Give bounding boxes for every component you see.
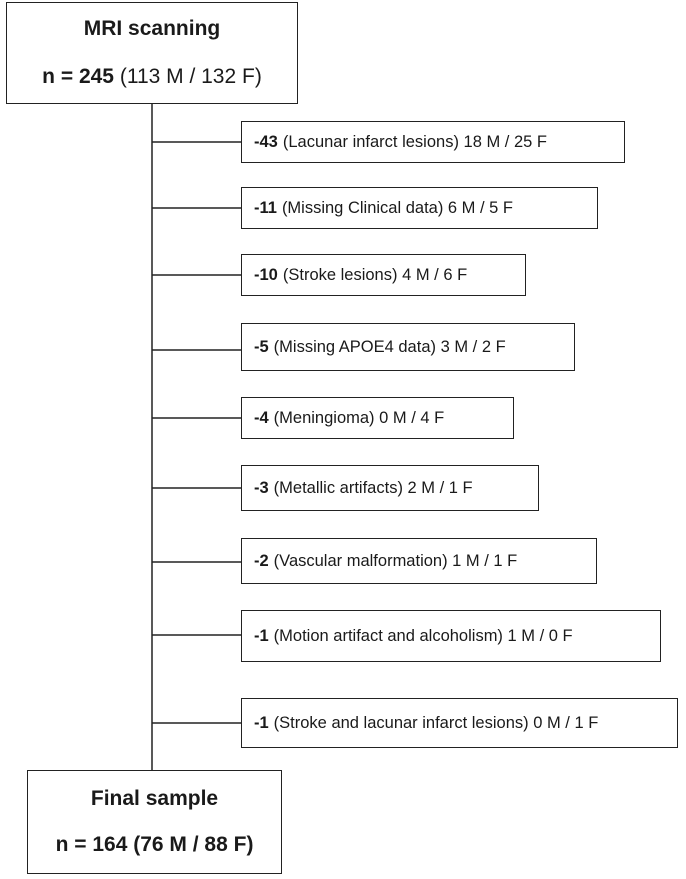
- exclusion-box-missing-clinical: -11(Missing Clinical data) 6 M / 5 F: [241, 187, 598, 229]
- exclusion-box-lacunar: -43(Lacunar infarct lesions) 18 M / 25 F: [241, 121, 625, 163]
- exclusion-count: -1: [254, 713, 269, 732]
- exclusion-count: -10: [254, 265, 278, 284]
- exclusion-box-meningioma: -4(Meningioma) 0 M / 4 F: [241, 397, 514, 439]
- exclusion-reason: (Motion artifact and alcoholism) 1 M / 0…: [273, 626, 573, 645]
- exclusion-reason: (Missing Clinical data) 6 M / 5 F: [281, 198, 514, 217]
- exclusion-reason: (Vascular malformation) 1 M / 1 F: [273, 551, 518, 570]
- mri-n-value: 245: [78, 65, 114, 88]
- final-n-label: n =: [55, 833, 87, 856]
- exclusion-count: -1: [254, 626, 269, 645]
- exclusion-reason: (Lacunar infarct lesions) 18 M / 25 F: [282, 132, 547, 151]
- exclusion-box-stroke: -10(Stroke lesions) 4 M / 6 F: [241, 254, 526, 296]
- final-sample-box: Final sample n = 164 (76 M / 88 F): [27, 770, 282, 874]
- final-n-value: 164: [92, 833, 128, 856]
- final-sex-breakdown: (76 M / 88 F): [133, 833, 254, 856]
- exclusion-box-motion: -1(Motion artifact and alcoholism) 1 M /…: [241, 610, 661, 662]
- mri-scanning-count: n = 245 (113 M / 132 F): [7, 65, 297, 89]
- exclusion-count: -43: [254, 132, 278, 151]
- exclusion-box-missing-apoe4: -5(Missing APOE4 data) 3 M / 2 F: [241, 323, 575, 371]
- exclusion-reason: (Stroke lesions) 4 M / 6 F: [282, 265, 468, 284]
- exclusion-count: -11: [254, 198, 277, 217]
- mri-sex-breakdown: (113 M / 132 F): [119, 65, 262, 88]
- exclusion-count: -4: [254, 408, 269, 427]
- final-sample-count: n = 164 (76 M / 88 F): [28, 833, 281, 857]
- mri-scanning-box: MRI scanning n = 245 (113 M / 132 F): [6, 2, 298, 104]
- exclusion-reason: (Stroke and lacunar infarct lesions) 0 M…: [273, 713, 599, 732]
- exclusion-reason: (Missing APOE4 data) 3 M / 2 F: [273, 337, 506, 356]
- exclusion-box-vascular: -2(Vascular malformation) 1 M / 1 F: [241, 538, 597, 584]
- mri-n-label: n =: [42, 65, 74, 88]
- exclusion-box-stroke-lacunar: -1(Stroke and lacunar infarct lesions) 0…: [241, 698, 678, 748]
- exclusion-box-metallic: -3(Metallic artifacts) 2 M / 1 F: [241, 465, 539, 511]
- exclusion-reason: (Metallic artifacts) 2 M / 1 F: [273, 478, 473, 497]
- final-sample-title: Final sample: [90, 787, 219, 810]
- exclusion-count: -3: [254, 478, 269, 497]
- exclusion-count: -2: [254, 551, 269, 570]
- exclusion-count: -5: [254, 337, 269, 356]
- mri-scanning-title: MRI scanning: [83, 17, 221, 40]
- exclusion-reason: (Meningioma) 0 M / 4 F: [273, 408, 445, 427]
